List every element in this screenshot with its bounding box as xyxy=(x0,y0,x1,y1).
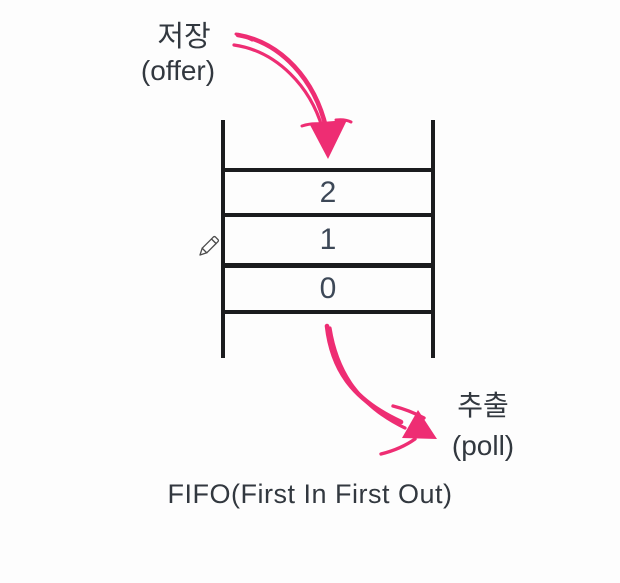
queue-shelf-line xyxy=(221,168,435,172)
offer-arrow-icon xyxy=(232,32,353,159)
queue-right-rail xyxy=(431,120,435,358)
poll-label-english: (poll) xyxy=(451,430,515,461)
pencil-cursor-icon xyxy=(199,235,220,256)
poll-arrow-icon xyxy=(324,323,437,456)
offer-label-korean: 저장 xyxy=(157,21,211,53)
queue-shelf-line xyxy=(221,213,435,217)
offer-label-english: (offer) xyxy=(140,55,216,86)
queue-left-rail xyxy=(221,120,225,358)
queue-cell-value: 2 xyxy=(319,175,337,209)
queue-shelf-line xyxy=(221,263,435,268)
queue-cell-value: 1 xyxy=(319,223,337,256)
poll-label-korean: 추출 xyxy=(457,390,509,421)
queue-cell-value: 0 xyxy=(319,272,337,305)
diagram-caption: FIFO(First In First Out) xyxy=(167,479,453,509)
queue-shelf-line xyxy=(221,310,435,314)
